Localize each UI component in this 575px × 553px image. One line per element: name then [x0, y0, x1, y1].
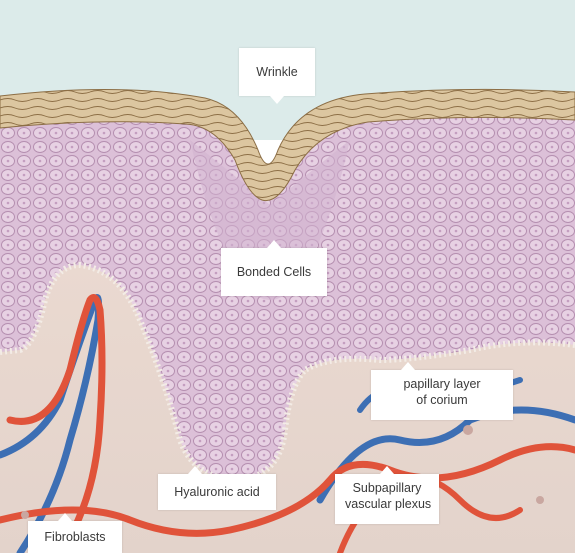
- fibroblasts-label-text: Fibroblasts: [44, 530, 105, 544]
- fibroblast-cell: [536, 496, 544, 504]
- papillary-layer-label: papillary layer of corium: [371, 370, 513, 420]
- wrinkle-label: Wrinkle: [239, 48, 315, 96]
- subpapillary-plexus-label: Subpapillary vascular plexus: [335, 474, 439, 524]
- hyaluronic-acid-label-text: Hyaluronic acid: [174, 485, 259, 499]
- papillary-layer-line-1: papillary layer: [381, 376, 503, 392]
- subpapillary-line-1: Subpapillary: [345, 480, 429, 496]
- wrinkle-label-text: Wrinkle: [256, 65, 297, 79]
- bonded-cells-label: Bonded Cells: [221, 248, 327, 296]
- subpapillary-line-2: vascular plexus: [345, 496, 429, 512]
- papillary-layer-line-2: of corium: [381, 392, 503, 408]
- fibroblast-cell: [463, 425, 473, 435]
- fibroblast-cell: [21, 511, 29, 519]
- bonded-cells-label-text: Bonded Cells: [237, 265, 311, 279]
- hyaluronic-acid-label: Hyaluronic acid: [158, 474, 276, 510]
- fibroblasts-label: Fibroblasts: [28, 521, 122, 553]
